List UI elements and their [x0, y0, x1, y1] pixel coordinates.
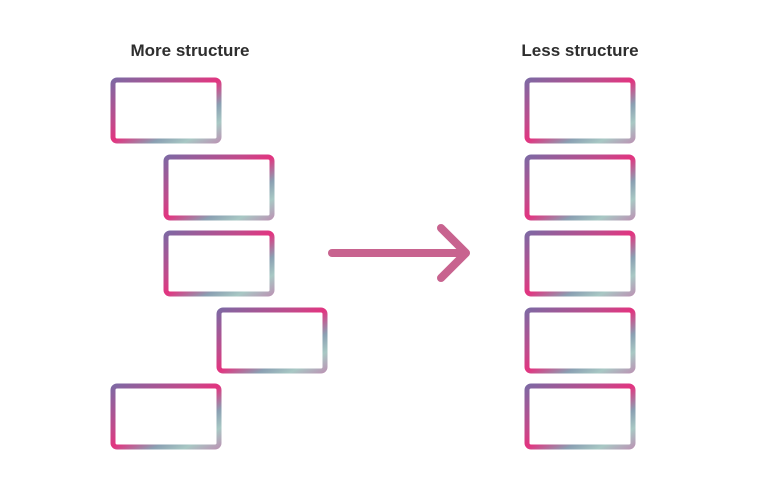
left-box-5	[110, 383, 222, 450]
left-box-4	[216, 307, 328, 374]
less-structure-heading: Less structure	[521, 41, 639, 60]
left-box-1	[110, 77, 222, 144]
right-box-4	[524, 307, 636, 374]
more-structure-heading: More structure	[130, 41, 250, 60]
left-box-3	[163, 230, 275, 297]
right-box-3	[524, 230, 636, 297]
right-box-5	[524, 383, 636, 450]
right-box-1	[524, 77, 636, 144]
left-box-2	[163, 154, 275, 221]
arrow-icon	[328, 224, 470, 282]
right-box-2	[524, 154, 636, 221]
